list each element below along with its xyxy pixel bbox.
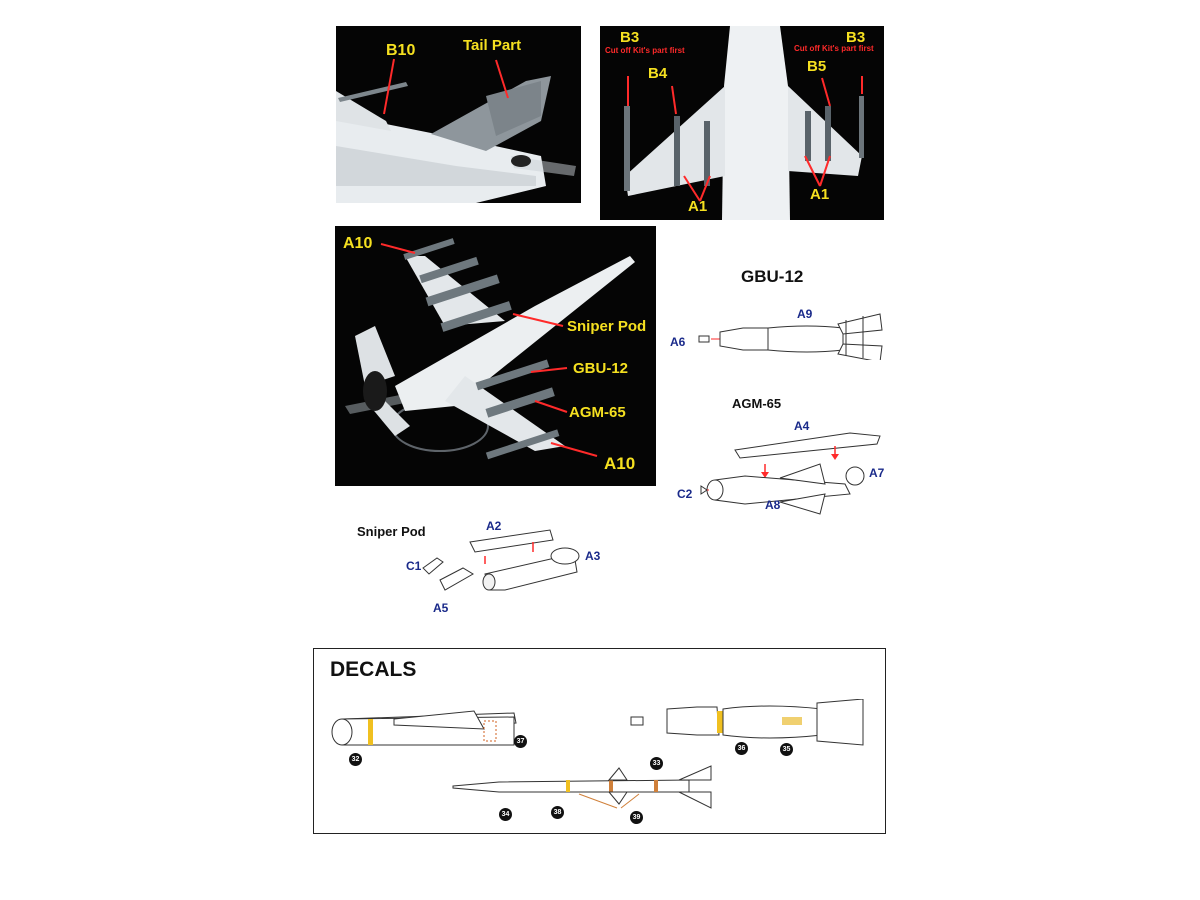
decal-33: 33 xyxy=(650,757,663,770)
part-a5: A5 xyxy=(433,601,449,615)
loadout-photo-illustration xyxy=(335,226,656,486)
part-c2: C2 xyxy=(677,487,693,501)
part-a3: A3 xyxy=(585,549,601,563)
gbu12-drawing xyxy=(698,313,883,360)
tail-photo-illustration xyxy=(336,26,581,203)
decal-34: 34 xyxy=(499,808,512,821)
part-a2: A2 xyxy=(486,519,502,533)
label-agm-65: AGM-65 xyxy=(569,404,626,421)
decal-gbu12-drawing xyxy=(630,699,864,746)
photo-wing-pylons: B3 Cut off Kit's part first B3 Cut off K… xyxy=(600,26,884,220)
label-b3-right: B3 xyxy=(846,29,866,46)
decal-37: 37 xyxy=(514,735,527,748)
label-a1-left: A1 xyxy=(688,198,708,215)
photo-tail-part: B10 Tail Part xyxy=(336,26,581,203)
label-a10-bottom: A10 xyxy=(604,454,636,473)
label-sniper-pod: Sniper Pod xyxy=(567,318,647,335)
photo-ordnance-loadout: A10 Sniper Pod GBU-12 AGM-65 A10 xyxy=(335,226,656,486)
note-cut-off-left: Cut off Kit's part first xyxy=(605,46,685,55)
sniper-pod-drawing xyxy=(422,529,580,591)
decal-32: 32 xyxy=(349,753,362,766)
part-a7: A7 xyxy=(869,466,885,480)
decal-36: 36 xyxy=(735,742,748,755)
decal-38: 38 xyxy=(551,806,564,819)
wing-photo-illustration xyxy=(600,26,884,220)
label-a1-right: A1 xyxy=(810,186,830,203)
part-a8: A8 xyxy=(765,498,781,512)
part-a4: A4 xyxy=(794,419,810,433)
decal-missile-drawing xyxy=(452,765,712,809)
part-c1: C1 xyxy=(406,559,422,573)
sniper-pod-title: Sniper Pod xyxy=(357,524,426,539)
part-a9: A9 xyxy=(797,307,813,321)
decals-title: DECALS xyxy=(330,658,417,681)
label-gbu-12: GBU-12 xyxy=(573,360,629,377)
decal-agm65-drawing xyxy=(331,710,517,746)
agm65-title: AGM-65 xyxy=(732,396,782,411)
label-b4: B4 xyxy=(648,65,668,82)
label-a10-top: A10 xyxy=(343,235,373,252)
note-cut-off-right: Cut off Kit's part first xyxy=(794,44,874,53)
agm65-drawing xyxy=(700,432,881,515)
label-b10: B10 xyxy=(386,42,416,59)
label-b3-left: B3 xyxy=(620,29,640,46)
decal-35: 35 xyxy=(780,743,793,756)
decal-39: 39 xyxy=(630,811,643,824)
gbu12-title: GBU-12 xyxy=(741,267,804,286)
part-a6: A6 xyxy=(670,335,686,349)
label-b5: B5 xyxy=(807,58,827,75)
decals-panel: DECALS 32 37 36 35 33 34 38 39 xyxy=(313,648,886,834)
label-tail-part: Tail Part xyxy=(463,37,522,54)
